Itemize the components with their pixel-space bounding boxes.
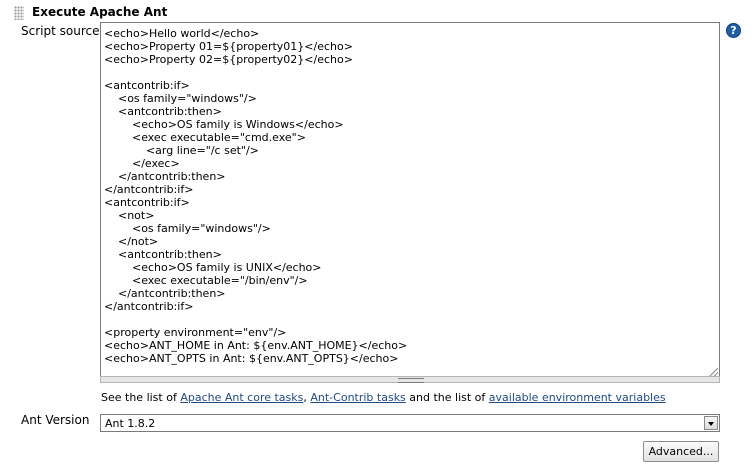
- help-text-middle: and the list of: [405, 391, 489, 404]
- apache-ant-core-tasks-link[interactable]: Apache Ant core tasks: [180, 391, 304, 404]
- ant-version-selected-value: Ant 1.8.2: [105, 417, 156, 430]
- advanced-button[interactable]: Advanced...: [643, 441, 719, 462]
- help-icon[interactable]: ?: [726, 23, 741, 38]
- textarea-resize-handle[interactable]: [100, 376, 720, 383]
- resize-corner-icon[interactable]: [709, 368, 718, 377]
- help-text-separator: ,: [303, 391, 311, 404]
- grip-lines-icon: [398, 378, 424, 383]
- script-source-label: Script source: [21, 24, 100, 38]
- chevron-down-icon[interactable]: [704, 416, 718, 430]
- available-environment-variables-link[interactable]: available environment variables: [488, 391, 666, 404]
- section-title: Execute Apache Ant: [32, 5, 168, 19]
- help-text-prefix: See the list of: [101, 391, 181, 404]
- drag-handle-icon[interactable]: [14, 6, 24, 20]
- help-text: See the list of Apache Ant core tasks, A…: [101, 391, 666, 404]
- script-source-text: <echo>Hello world</echo> <echo>Property …: [104, 27, 408, 365]
- ant-version-select[interactable]: Ant 1.8.2: [100, 414, 720, 432]
- script-source-textarea[interactable]: <echo>Hello world</echo> <echo>Property …: [100, 22, 720, 379]
- ant-contrib-tasks-link[interactable]: Ant-Contrib tasks: [310, 391, 406, 404]
- ant-version-label: Ant Version: [21, 413, 90, 427]
